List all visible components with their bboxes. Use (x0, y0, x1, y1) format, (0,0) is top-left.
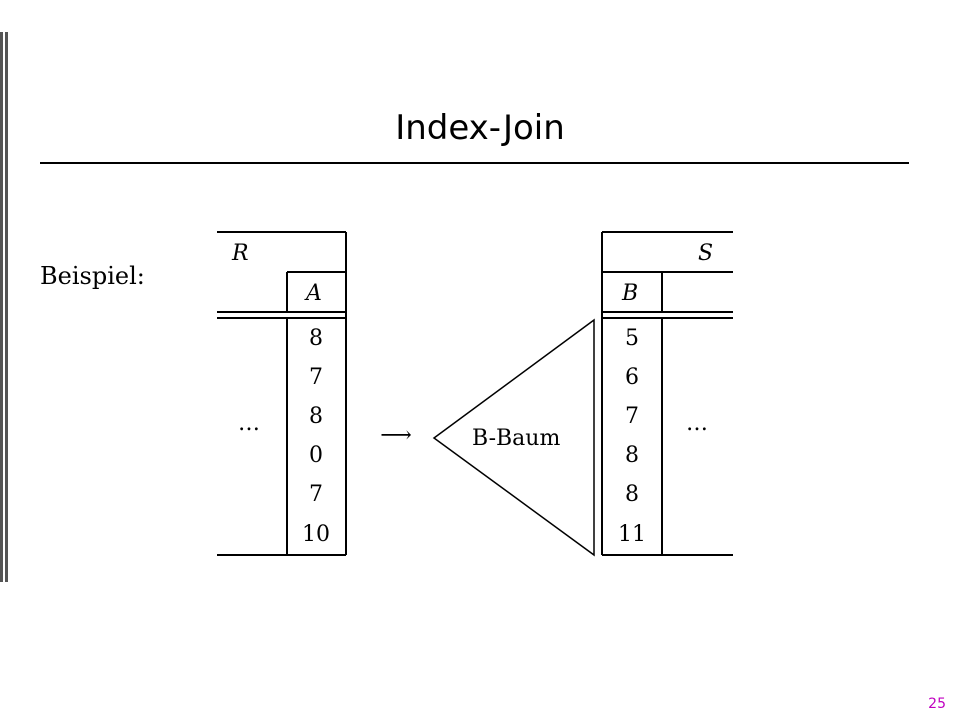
table-s-ellipsis: … (686, 411, 708, 436)
left-margin-bar (0, 32, 3, 582)
table-r-values: 8 7 8 0 7 10 (302, 326, 330, 547)
left-margin-bar-inner (5, 32, 8, 582)
table-r-value: 7 (309, 365, 323, 390)
table-s-value: 7 (625, 404, 639, 429)
join-arrow: ⟶ (380, 423, 412, 448)
example-label: Beispiel: (40, 262, 145, 290)
table-r-value: 8 (309, 404, 323, 429)
table-r-value: 10 (302, 522, 330, 547)
page-number: 25 (928, 696, 946, 712)
table-s-values: 5 6 7 8 8 11 (618, 326, 646, 547)
table-r (217, 231, 347, 556)
slide-title: Index-Join (395, 108, 565, 148)
table-s-value: 5 (625, 326, 639, 351)
table-r-value: 7 (309, 482, 323, 507)
table-r-ellipsis: … (238, 411, 260, 436)
table-s-name: S (698, 241, 713, 266)
btree-triangle (432, 318, 595, 557)
title-rule (40, 162, 909, 164)
table-s-value: 11 (618, 522, 646, 547)
table-s-value: 8 (625, 482, 639, 507)
table-s-value: 8 (625, 443, 639, 468)
table-r-column-header: A (304, 281, 322, 306)
btree-label: B-Baum (472, 426, 560, 451)
table-r-value: 8 (309, 326, 323, 351)
table-r-value: 0 (309, 443, 323, 468)
table-s (601, 231, 733, 556)
table-s-column-header: B (621, 281, 638, 306)
table-s-value: 6 (625, 365, 639, 390)
table-r-name: R (231, 241, 249, 266)
